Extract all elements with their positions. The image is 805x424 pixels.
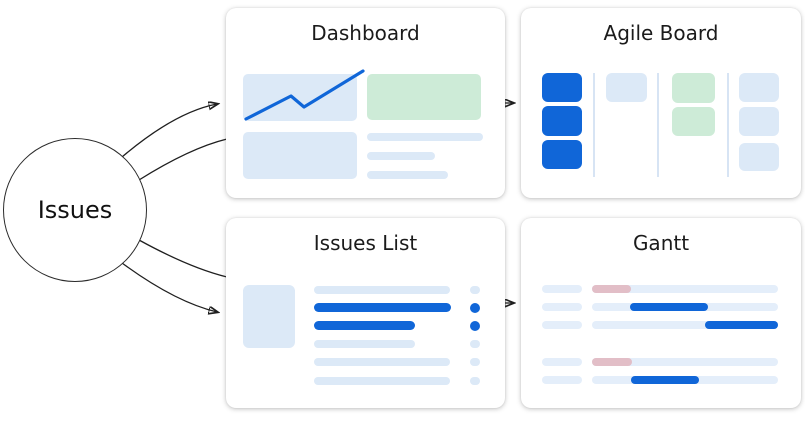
arrow-issues-to-dashboard-1 (121, 104, 217, 158)
gantt-bar (630, 303, 708, 311)
board-card (739, 143, 779, 171)
gantt-bar (592, 285, 631, 293)
placeholder-bar (367, 133, 483, 141)
gantt-bar (705, 321, 778, 329)
card-agile-board-title: Agile Board (603, 21, 719, 45)
column-divider (727, 73, 729, 177)
board-card (672, 73, 715, 103)
list-row-bar (314, 358, 450, 366)
gantt-row-label (542, 358, 582, 366)
card-issues-list: Issues List (226, 218, 505, 408)
list-row-dot (470, 286, 480, 294)
card-dashboard-title: Dashboard (311, 21, 420, 45)
list-row-bar (314, 377, 450, 385)
arrow-issues-to-issueslist-2 (121, 262, 217, 312)
card-gantt-title: Gantt (632, 231, 690, 255)
list-row-bar (314, 286, 450, 294)
gantt-row-label (542, 376, 582, 384)
list-row-dot (470, 340, 480, 348)
gantt-track (592, 358, 778, 366)
list-row-bar (314, 303, 451, 312)
gantt-track (592, 321, 778, 329)
board-card (606, 73, 647, 102)
placeholder-bar (367, 152, 435, 160)
placeholder-bar (367, 171, 448, 179)
arrow-issues-to-dashboard-2 (138, 138, 228, 181)
list-row-dot (470, 321, 480, 331)
list-side-panel (243, 285, 295, 348)
dashboard-chart-panel (243, 74, 357, 121)
board-card (739, 107, 779, 136)
card-dashboard: Dashboard (226, 8, 505, 198)
board-card (542, 140, 582, 169)
board-card (739, 73, 779, 102)
gantt-row-label (542, 303, 582, 311)
list-row-dot (470, 303, 480, 313)
gantt-bar (631, 376, 699, 384)
board-card (542, 106, 582, 136)
gantt-bar (592, 358, 632, 366)
card-issues-list-title: Issues List (313, 231, 418, 255)
board-card (542, 73, 582, 102)
card-agile-board: Agile Board (521, 8, 801, 198)
card-gantt: Gantt (521, 218, 801, 408)
gantt-track (592, 285, 778, 293)
board-card (672, 107, 715, 136)
column-divider (657, 73, 659, 177)
gantt-row-label (542, 285, 582, 293)
dashboard-bottom-panel (243, 132, 357, 179)
column-divider (593, 73, 595, 177)
dashboard-green-panel (367, 74, 481, 120)
issues-node: Issues (3, 138, 147, 282)
line-chart-icon (244, 69, 365, 121)
arrow-issues-to-issueslist-1 (138, 239, 228, 278)
list-row-bar (314, 340, 415, 348)
issues-node-label: Issues (37, 196, 113, 224)
list-row-dot (470, 358, 480, 366)
list-row-bar (314, 321, 415, 330)
gantt-row-label (542, 321, 582, 329)
list-row-dot (470, 377, 480, 385)
